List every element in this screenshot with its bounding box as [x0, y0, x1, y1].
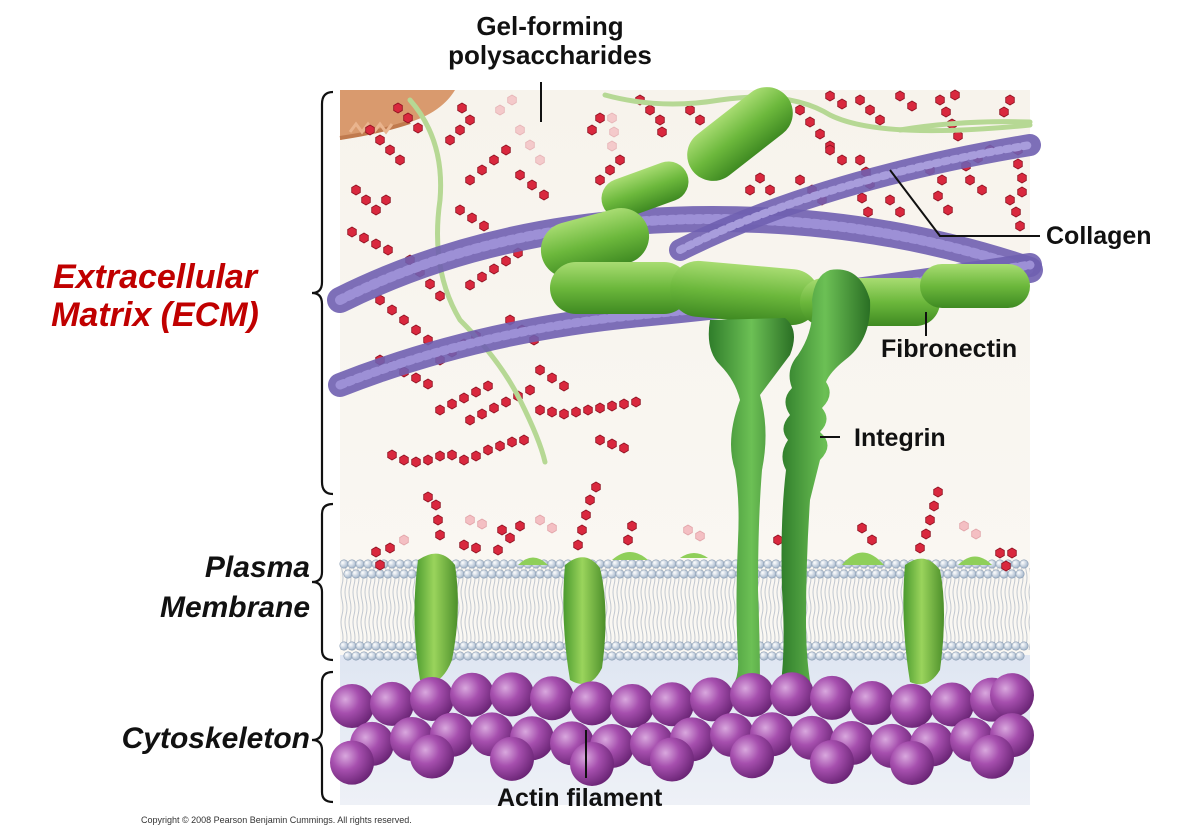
actin-subunit	[810, 675, 854, 720]
gel-label-line1: Gel-forming	[476, 11, 624, 41]
actin-subunit	[450, 672, 494, 717]
actin-subunit	[410, 676, 454, 721]
actin-subunit	[730, 734, 774, 779]
actin-subunit	[530, 676, 574, 721]
integrin	[708, 269, 871, 704]
actin-subunit	[890, 683, 934, 728]
ecm-label-line2: Matrix (ECM)	[51, 296, 259, 335]
actin-subunit	[770, 672, 814, 717]
actin-subunit	[730, 672, 774, 717]
copyright-notice: Copyright © 2008 Pearson Benjamin Cummin…	[141, 815, 412, 825]
actin-subunit	[650, 737, 694, 782]
actin-filament	[330, 672, 1034, 786]
label-fibronectin: Fibronectin	[881, 335, 1018, 363]
leader-lines	[540, 82, 1040, 778]
label-cytoskeleton: Cytoskeleton	[121, 722, 310, 755]
pm-label-line2: Membrane	[159, 590, 310, 624]
actin-subunit	[990, 673, 1034, 718]
pm-label-line1: Plasma	[204, 551, 310, 584]
brackets	[311, 90, 334, 804]
actin-subunit	[330, 683, 374, 728]
label-actin-filament: Actin filament	[497, 784, 663, 812]
polysaccharide-strands	[407, 92, 1033, 465]
actin-subunit	[370, 681, 414, 726]
membrane-proteins	[414, 552, 992, 685]
actin-subunit	[490, 672, 534, 717]
actin-subunit	[930, 682, 974, 727]
actin-subunit	[330, 740, 374, 785]
label-extracellular-matrix: Extracellular Matrix (ECM)	[20, 258, 290, 334]
actin-subunit	[970, 734, 1014, 779]
gel-label-line2: polysaccharides	[448, 40, 652, 71]
actin-subunit	[890, 740, 934, 785]
label-integrin: Integrin	[854, 424, 946, 452]
actin-subunit	[610, 683, 654, 728]
actin-subunit	[570, 741, 614, 786]
actin-subunit	[850, 681, 894, 726]
label-gel-forming-polysaccharides: Gel-forming polysaccharides	[430, 11, 670, 71]
label-collagen: Collagen	[1046, 222, 1152, 250]
ecm-label-line1: Extracellular	[52, 258, 258, 296]
actin-subunit	[650, 682, 694, 727]
actin-subunit	[810, 740, 854, 785]
actin-subunit	[410, 734, 454, 779]
actin-subunit	[490, 736, 534, 781]
label-plasma-membrane: Plasma Membrane	[120, 548, 310, 627]
actin-subunit	[690, 677, 734, 722]
actin-subunit	[570, 681, 614, 726]
